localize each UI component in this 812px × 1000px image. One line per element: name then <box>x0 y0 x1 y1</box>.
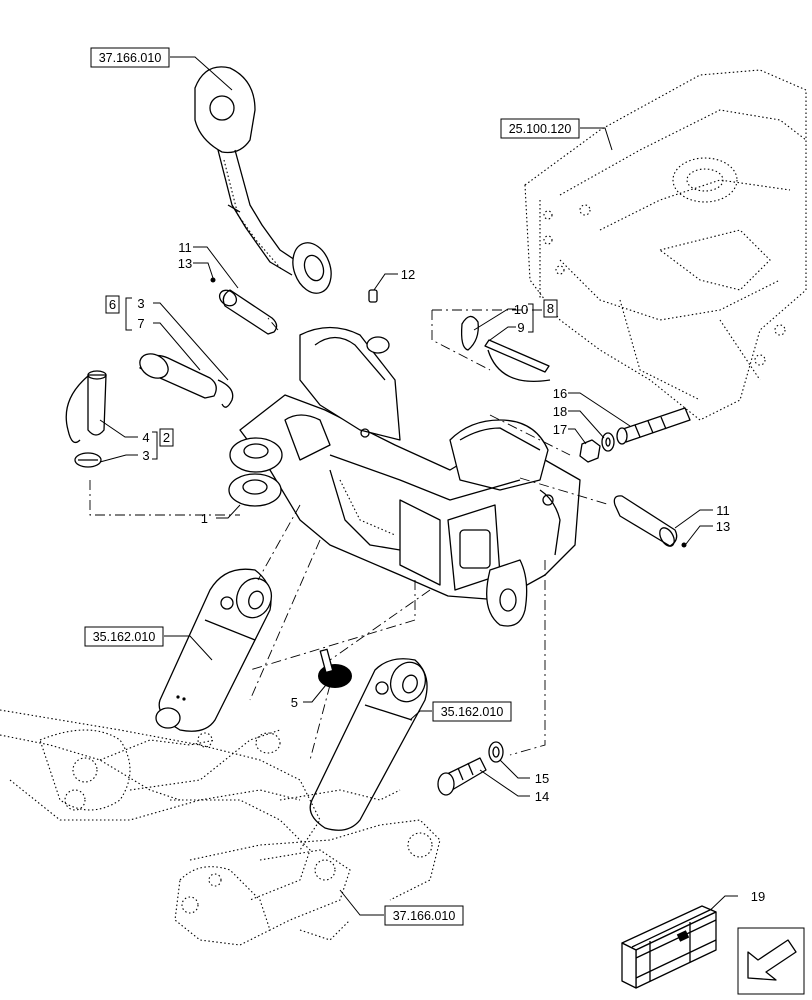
navigation-arrow-icon[interactable] <box>737 927 805 995</box>
callout-6-box <box>105 295 120 314</box>
washer-18 <box>601 432 615 452</box>
callout-9: 9 <box>517 320 524 335</box>
callout-15: 15 <box>535 771 549 786</box>
callout-8: 8 <box>547 301 554 316</box>
nut-17 <box>579 439 601 463</box>
lift-cylinder-left <box>155 568 273 732</box>
callout-10: 10 <box>514 302 528 317</box>
callout-2: 2 <box>163 430 170 445</box>
reference-box-37166010-bottom[interactable]: 37.166.010 <box>384 905 464 926</box>
pin-upper <box>210 277 278 335</box>
reference-box-35162010-left[interactable]: 35.162.010 <box>84 626 164 647</box>
washer-15 <box>488 741 504 763</box>
pin-5 <box>318 648 352 688</box>
callout-16: 16 <box>553 386 567 401</box>
assembly-centre-lines <box>89 309 611 761</box>
callout-14: 14 <box>535 789 549 804</box>
callout-18: 18 <box>553 404 567 419</box>
lower-links-assembly <box>0 709 441 946</box>
lift-cylinder-right <box>309 658 428 831</box>
callout-19: 19 <box>751 889 765 904</box>
callout-leaders <box>99 56 738 921</box>
pin-12 <box>368 289 378 303</box>
reference-box-37166010-top[interactable]: 37.166.010 <box>90 47 170 68</box>
callout-8-box <box>543 299 558 318</box>
svg-text:35.162.010: 35.162.010 <box>441 705 504 719</box>
pin-with-lanyard <box>65 370 107 468</box>
callout-13a: 13 <box>178 256 192 271</box>
callout-1: 1 <box>201 511 208 526</box>
svg-text:37.166.010: 37.166.010 <box>393 909 456 923</box>
callout-12: 12 <box>401 267 415 282</box>
callout-2-box <box>159 428 174 447</box>
callout-13b: 13 <box>716 519 730 534</box>
kit-box-icon <box>621 905 717 989</box>
callout-numbers: 1 2 3 3 4 5 6 7 8 9 10 11 11 12 13 13 14… <box>105 240 765 904</box>
callout-3b: 3 <box>142 448 149 463</box>
svg-text:25.100.120: 25.100.120 <box>509 122 572 136</box>
bolt-14 <box>437 757 487 796</box>
transmission-housing <box>524 69 807 421</box>
callout-11b: 11 <box>716 503 730 518</box>
svg-text:37.166.010: 37.166.010 <box>99 51 162 65</box>
lynch-pin <box>460 315 551 383</box>
callout-4: 4 <box>142 430 149 445</box>
svg-text:35.162.010: 35.162.010 <box>93 630 156 644</box>
callout-11a: 11 <box>178 240 192 255</box>
callout-7: 7 <box>137 316 144 331</box>
hitch-frame <box>228 326 581 627</box>
reference-box-25100120[interactable]: 25.100.120 <box>500 118 580 139</box>
callout-5: 5 <box>291 695 298 710</box>
pin-lower-right <box>613 495 687 548</box>
clevis-pin-7 <box>139 353 234 408</box>
callout-6: 6 <box>109 297 116 312</box>
callout-3a: 3 <box>137 296 144 311</box>
reference-labels: 37.166.010 25.100.120 35.162.010 35.162.… <box>84 47 580 926</box>
top-link-assembly <box>194 66 332 294</box>
group-brackets <box>125 297 534 460</box>
reference-box-35162010-right[interactable]: 35.162.010 <box>432 701 512 722</box>
bolt-16 <box>616 407 691 445</box>
callout-17: 17 <box>553 422 567 437</box>
